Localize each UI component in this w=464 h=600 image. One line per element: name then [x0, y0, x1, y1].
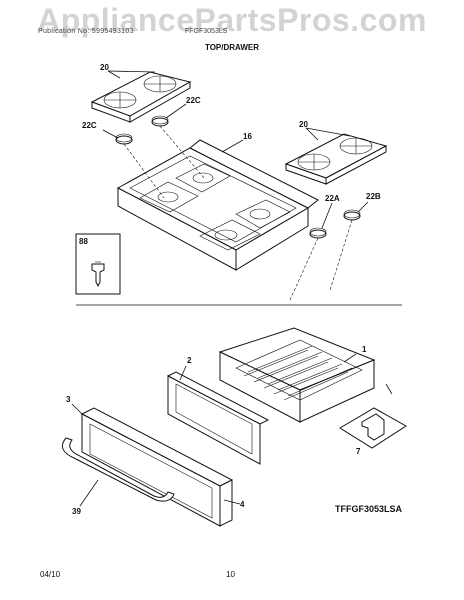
label-drawer-liner: 2 [187, 356, 192, 365]
label-cap-22a: 22A [325, 194, 340, 203]
publication-number: Publication No: 5995493103 [38, 28, 134, 35]
model-header: FFGF3053LS [185, 28, 228, 35]
watermark-logo: AppliancePartsPros.com [37, 2, 427, 38]
grate-right[interactable] [284, 133, 388, 185]
label-cap-22c-lower: 22C [82, 121, 97, 130]
burner-cap-22c-lower[interactable] [115, 133, 133, 145]
drawer-front[interactable] [80, 407, 234, 527]
label-drawer-front: 3 [66, 395, 71, 404]
drawer-body[interactable] [218, 327, 376, 423]
page-number: 10 [226, 570, 235, 579]
footer-date: 04/10 [40, 570, 61, 579]
label-drawer-body: 1 [362, 345, 367, 354]
label-cap-22b: 22B [366, 192, 381, 201]
drawer-handle[interactable] [61, 437, 175, 502]
burner-cap-22b[interactable] [343, 209, 361, 221]
label-grate-right: 20 [299, 120, 308, 129]
roller-box[interactable] [339, 407, 407, 449]
grate-left[interactable] [90, 71, 192, 123]
screw-box[interactable] [75, 233, 121, 295]
burner-cap-22a[interactable] [309, 227, 327, 239]
cooktop[interactable] [116, 139, 319, 271]
label-cooktop: 16 [243, 132, 252, 141]
drawer-liner[interactable] [166, 371, 270, 465]
label-drawer-panel: 4 [240, 500, 245, 509]
label-screw-box: 88 [79, 237, 88, 246]
label-roller-box: 7 [356, 447, 361, 456]
burner-cap-22c-upper[interactable] [151, 115, 169, 127]
section-title: TOP/DRAWER [204, 43, 260, 52]
label-drawer-handle: 39 [72, 507, 81, 516]
label-cap-22c-upper: 22C [186, 96, 201, 105]
label-grate-left: 20 [100, 63, 109, 72]
model-code: TFFGF3053LSA [335, 504, 403, 514]
